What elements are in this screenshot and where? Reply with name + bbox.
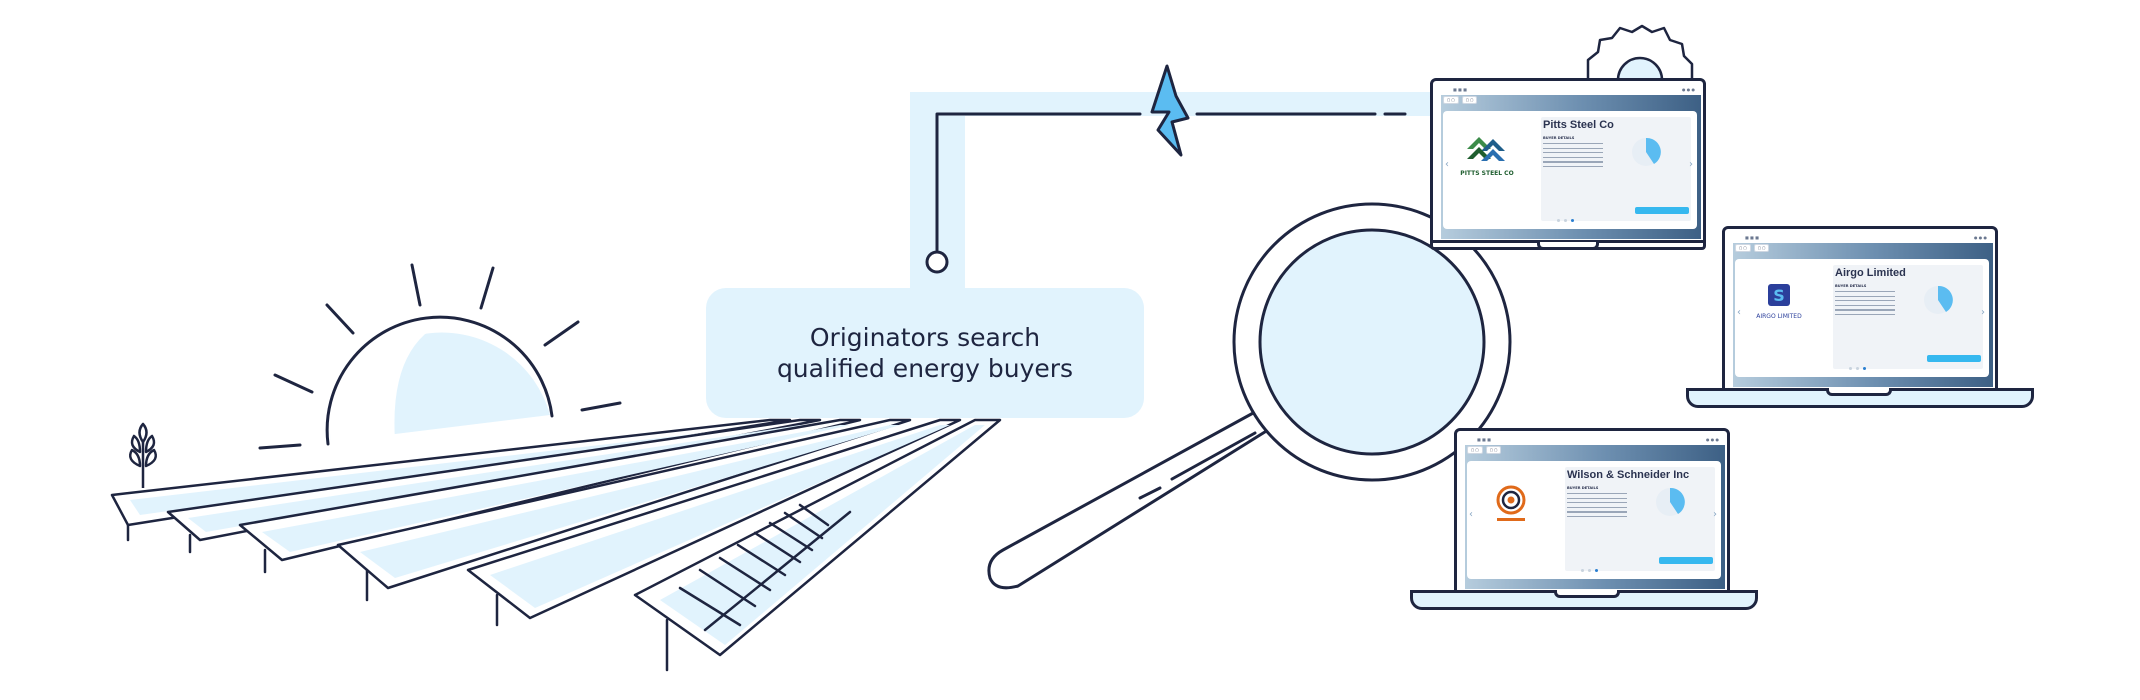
caption-line-1: Originators search xyxy=(809,323,1041,352)
detail-rows xyxy=(1835,291,1895,318)
app-topbar: ■ ■ ■● ● ● xyxy=(1727,231,1993,243)
app-topbar: ■ ■ ■● ● ● xyxy=(1459,433,1725,445)
laptop-screen: ■ ■ ■● ● ● ▢ ▢▢ ▢ PITTS STEEL CO Pitts S… xyxy=(1435,83,1701,239)
pie-chart-icon xyxy=(1924,285,1953,314)
chevron-left-icon[interactable]: ‹ xyxy=(1469,509,1473,520)
carousel-dots[interactable] xyxy=(1557,219,1574,222)
buyer-card: Wilson & Schneider Inc BUYER DETAILS ‹ › xyxy=(1467,461,1721,579)
caption-line-2: qualified energy buyers xyxy=(776,354,1074,383)
buyer-card: S AIRGO LIMITED Airgo Limited BUYER DETA… xyxy=(1735,259,1989,377)
carousel-dots[interactable] xyxy=(1581,569,1598,572)
detail-rows xyxy=(1567,493,1627,520)
chevron-left-icon[interactable]: ‹ xyxy=(1737,307,1741,318)
company-logo: S AIRGO LIMITED xyxy=(1739,265,1819,341)
laptop-screen-frame: ■ ■ ■● ● ● ▢ ▢▢ ▢ Wilson & Schneider Inc… xyxy=(1454,428,1730,594)
company-logo: PITTS STEEL CO xyxy=(1447,117,1527,193)
airgo-logo-icon: S AIRGO LIMITED xyxy=(1756,284,1802,320)
svg-text:S: S xyxy=(1773,286,1785,305)
buyer-details-panel xyxy=(1833,265,1983,369)
app-left-rail xyxy=(1435,95,1441,239)
buyer-details-heading: BUYER DETAILS xyxy=(1567,486,1599,490)
carousel-dots[interactable] xyxy=(1849,367,1866,370)
magnifying-glass-icon xyxy=(987,202,1512,590)
laptop-notch xyxy=(1826,388,1892,396)
chevron-right-icon[interactable]: › xyxy=(1713,509,1717,520)
buyer-details-panel xyxy=(1541,117,1691,221)
app-left-rail xyxy=(1459,445,1465,589)
company-name: Pitts Steel Co xyxy=(1543,119,1614,131)
laptop-screen-frame: ■ ■ ■● ● ● ▢ ▢▢ ▢ S AIRGO LIMITED Airgo … xyxy=(1722,226,1998,392)
laptop-notch xyxy=(1554,590,1620,598)
laptop-notch xyxy=(1537,242,1599,250)
pitts-steel-logo-icon: PITTS STEEL CO xyxy=(1460,137,1514,177)
sun-icon xyxy=(258,263,622,450)
laptop-pitts-steel: ■ ■ ■● ● ● ▢ ▢▢ ▢ PITTS STEEL CO Pitts S… xyxy=(1400,0,1706,250)
contact-buyer-button[interactable] xyxy=(1635,207,1689,214)
chevron-right-icon[interactable]: › xyxy=(1981,307,1985,318)
caption-box: Originators search qualified energy buye… xyxy=(706,288,1144,418)
company-name: Airgo Limited xyxy=(1835,267,1906,279)
chevron-right-icon[interactable]: › xyxy=(1689,159,1693,170)
app-tool-row: ▢ ▢▢ ▢ xyxy=(1467,446,1502,454)
buyer-details-heading: BUYER DETAILS xyxy=(1835,284,1867,288)
plant-icon xyxy=(129,422,157,488)
company-logo xyxy=(1471,467,1551,543)
app-left-rail xyxy=(1727,243,1733,387)
airgo-logo-text: AIRGO LIMITED xyxy=(1756,313,1802,320)
contact-buyer-button[interactable] xyxy=(1659,557,1713,564)
buyer-card: PITTS STEEL CO Pitts Steel Co BUYER DETA… xyxy=(1443,111,1697,229)
contact-buyer-button[interactable] xyxy=(1927,355,1981,362)
app-tool-row: ▢ ▢▢ ▢ xyxy=(1443,96,1478,104)
connector-line xyxy=(925,112,1407,274)
pie-chart-icon xyxy=(1656,487,1685,516)
pie-chart-icon xyxy=(1632,137,1661,166)
buyer-details-panel xyxy=(1565,467,1715,571)
detail-rows xyxy=(1543,143,1603,170)
laptop-screen: ■ ■ ■● ● ● ▢ ▢▢ ▢ Wilson & Schneider Inc… xyxy=(1459,433,1725,589)
chevron-left-icon[interactable]: ‹ xyxy=(1445,159,1449,170)
app-tool-row: ▢ ▢▢ ▢ xyxy=(1735,244,1770,252)
lightning-bolt-icon xyxy=(1150,64,1190,157)
solar-panel-icon xyxy=(110,418,1002,672)
buyer-details-heading: BUYER DETAILS xyxy=(1543,136,1575,140)
laptop-screen-frame: ■ ■ ■● ● ● ▢ ▢▢ ▢ PITTS STEEL CO Pitts S… xyxy=(1430,78,1706,244)
laptop-screen: ■ ■ ■● ● ● ▢ ▢▢ ▢ S AIRGO LIMITED Airgo … xyxy=(1727,231,1993,387)
company-name: Wilson & Schneider Inc xyxy=(1567,469,1690,481)
laptop-wilson-schneider: ■ ■ ■● ● ● ▢ ▢▢ ▢ Wilson & Schneider Inc… xyxy=(1410,420,1760,610)
laptop-airgo: ■ ■ ■● ● ● ▢ ▢▢ ▢ S AIRGO LIMITED Airgo … xyxy=(1680,220,2040,410)
pitts-logo-text: PITTS STEEL CO xyxy=(1460,170,1513,177)
wilson-schneider-logo-icon xyxy=(1496,485,1526,521)
app-topbar: ■ ■ ■● ● ● xyxy=(1435,83,1701,95)
gear-icon xyxy=(1586,24,1694,82)
